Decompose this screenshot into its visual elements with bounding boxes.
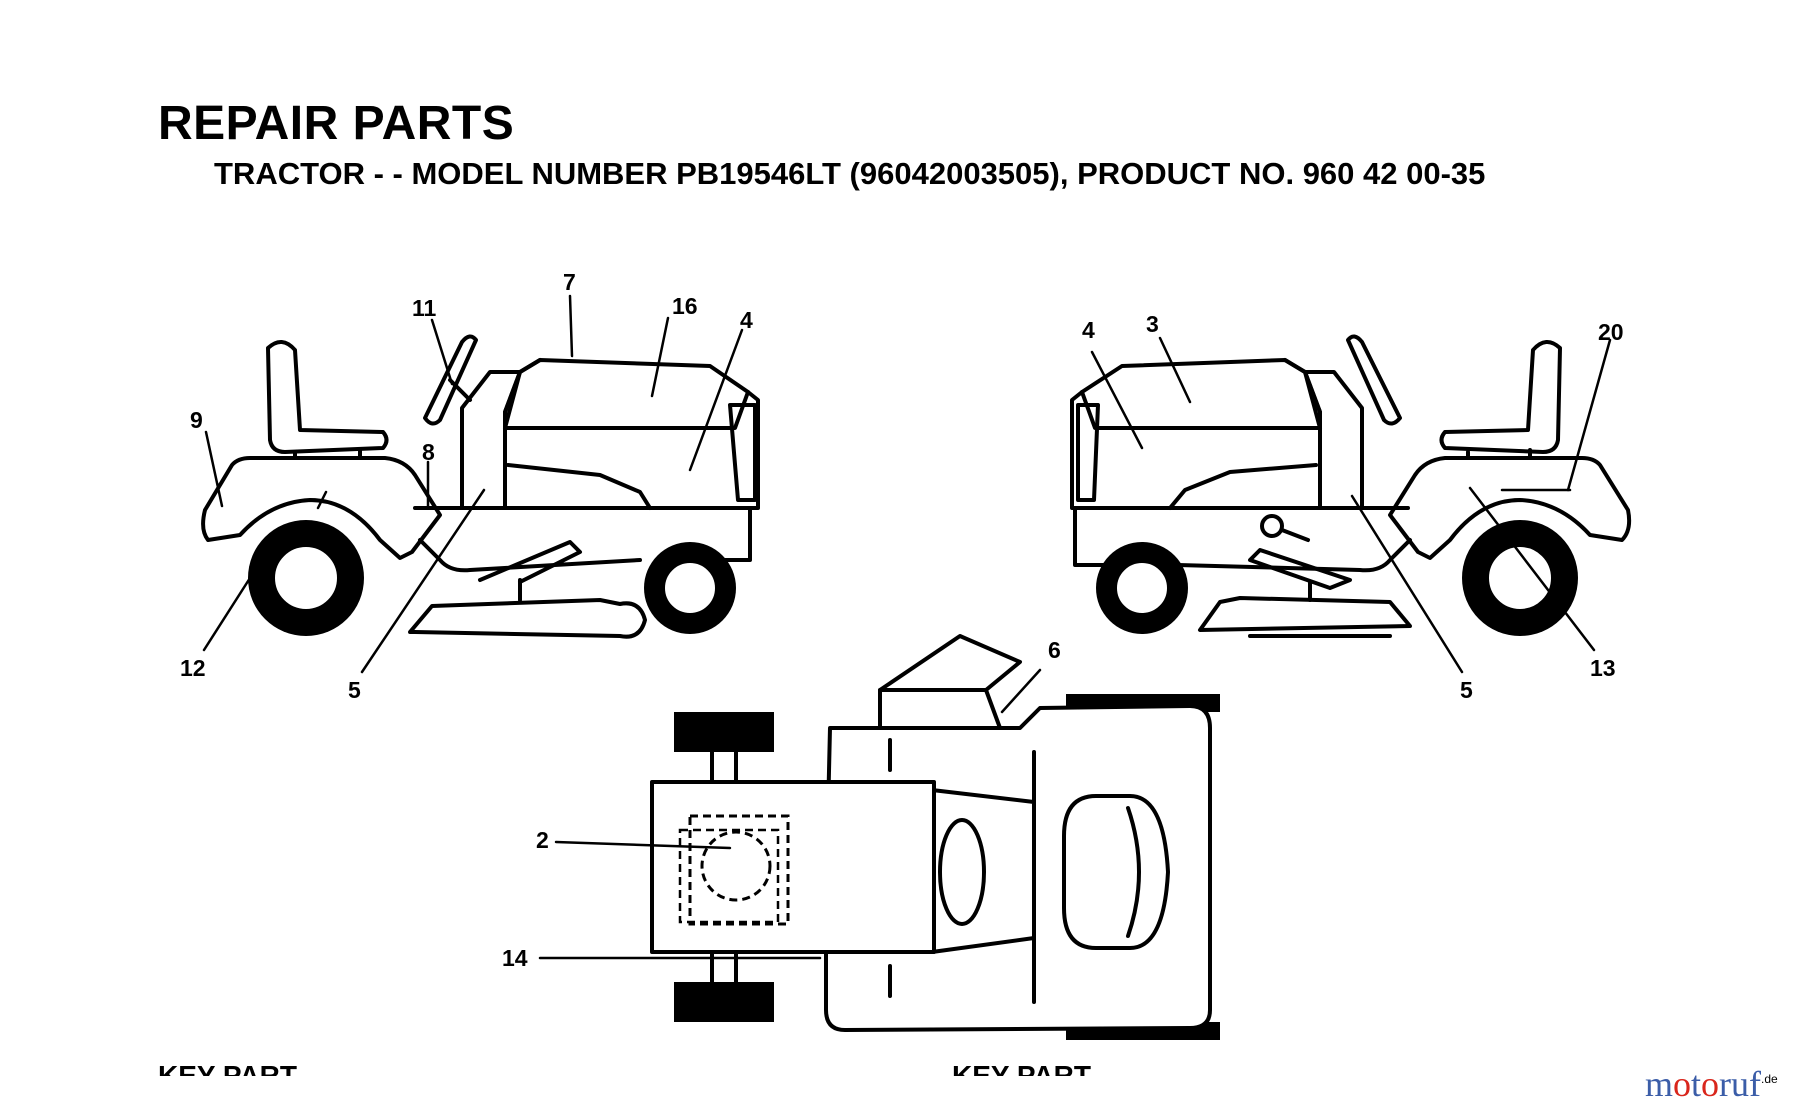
callout-9: 9 — [190, 407, 203, 433]
callout-3: 3 — [1146, 311, 1159, 337]
callout-14: 14 — [502, 945, 528, 971]
callout-20: 20 — [1598, 319, 1624, 345]
callout-5-right: 5 — [1460, 677, 1473, 703]
right-mower-deck — [1198, 596, 1412, 632]
motoruf-watermark: motoruf.de — [1645, 1064, 1778, 1104]
top-seat — [1062, 794, 1170, 950]
callout-5-left: 5 — [348, 677, 361, 703]
callout-4: 4 — [740, 307, 753, 333]
top-front-tire-lower — [674, 982, 774, 1022]
callout-12: 12 — [180, 655, 206, 681]
callout-11: 11 — [412, 295, 437, 321]
left-mower-deck — [408, 598, 647, 639]
callout-7: 7 — [563, 269, 576, 295]
right-seat — [1439, 340, 1562, 454]
left-side-view: 7 11 16 4 9 8 12 5 — [180, 269, 760, 703]
callout-8: 8 — [422, 439, 435, 465]
callout-13: 13 — [1590, 655, 1616, 681]
key-part-header-right: KEY PART — [952, 1062, 1091, 1076]
top-hood — [650, 780, 936, 954]
right-side-view: 4 3 20 5 13 — [1070, 311, 1632, 703]
callout-2: 2 — [536, 827, 549, 853]
callout-6: 6 — [1048, 637, 1061, 663]
left-rear-fender — [201, 456, 442, 560]
right-steering-wheel — [1346, 334, 1402, 426]
callout-4-right: 4 — [1082, 317, 1095, 343]
left-seat — [266, 340, 389, 454]
page-title: REPAIR PARTS — [158, 97, 515, 150]
key-part-header-left: KEY PART — [158, 1062, 297, 1076]
callout-16: 16 — [672, 293, 698, 319]
top-fuel-tank — [688, 814, 790, 926]
model-subtitle: TRACTOR - - MODEL NUMBER PB19546LT (9604… — [214, 156, 1486, 191]
top-view: 6 2 14 — [502, 634, 1220, 1040]
top-front-tire-upper — [674, 712, 774, 752]
left-hood — [503, 358, 760, 510]
top-discharge-chute — [878, 634, 1022, 730]
